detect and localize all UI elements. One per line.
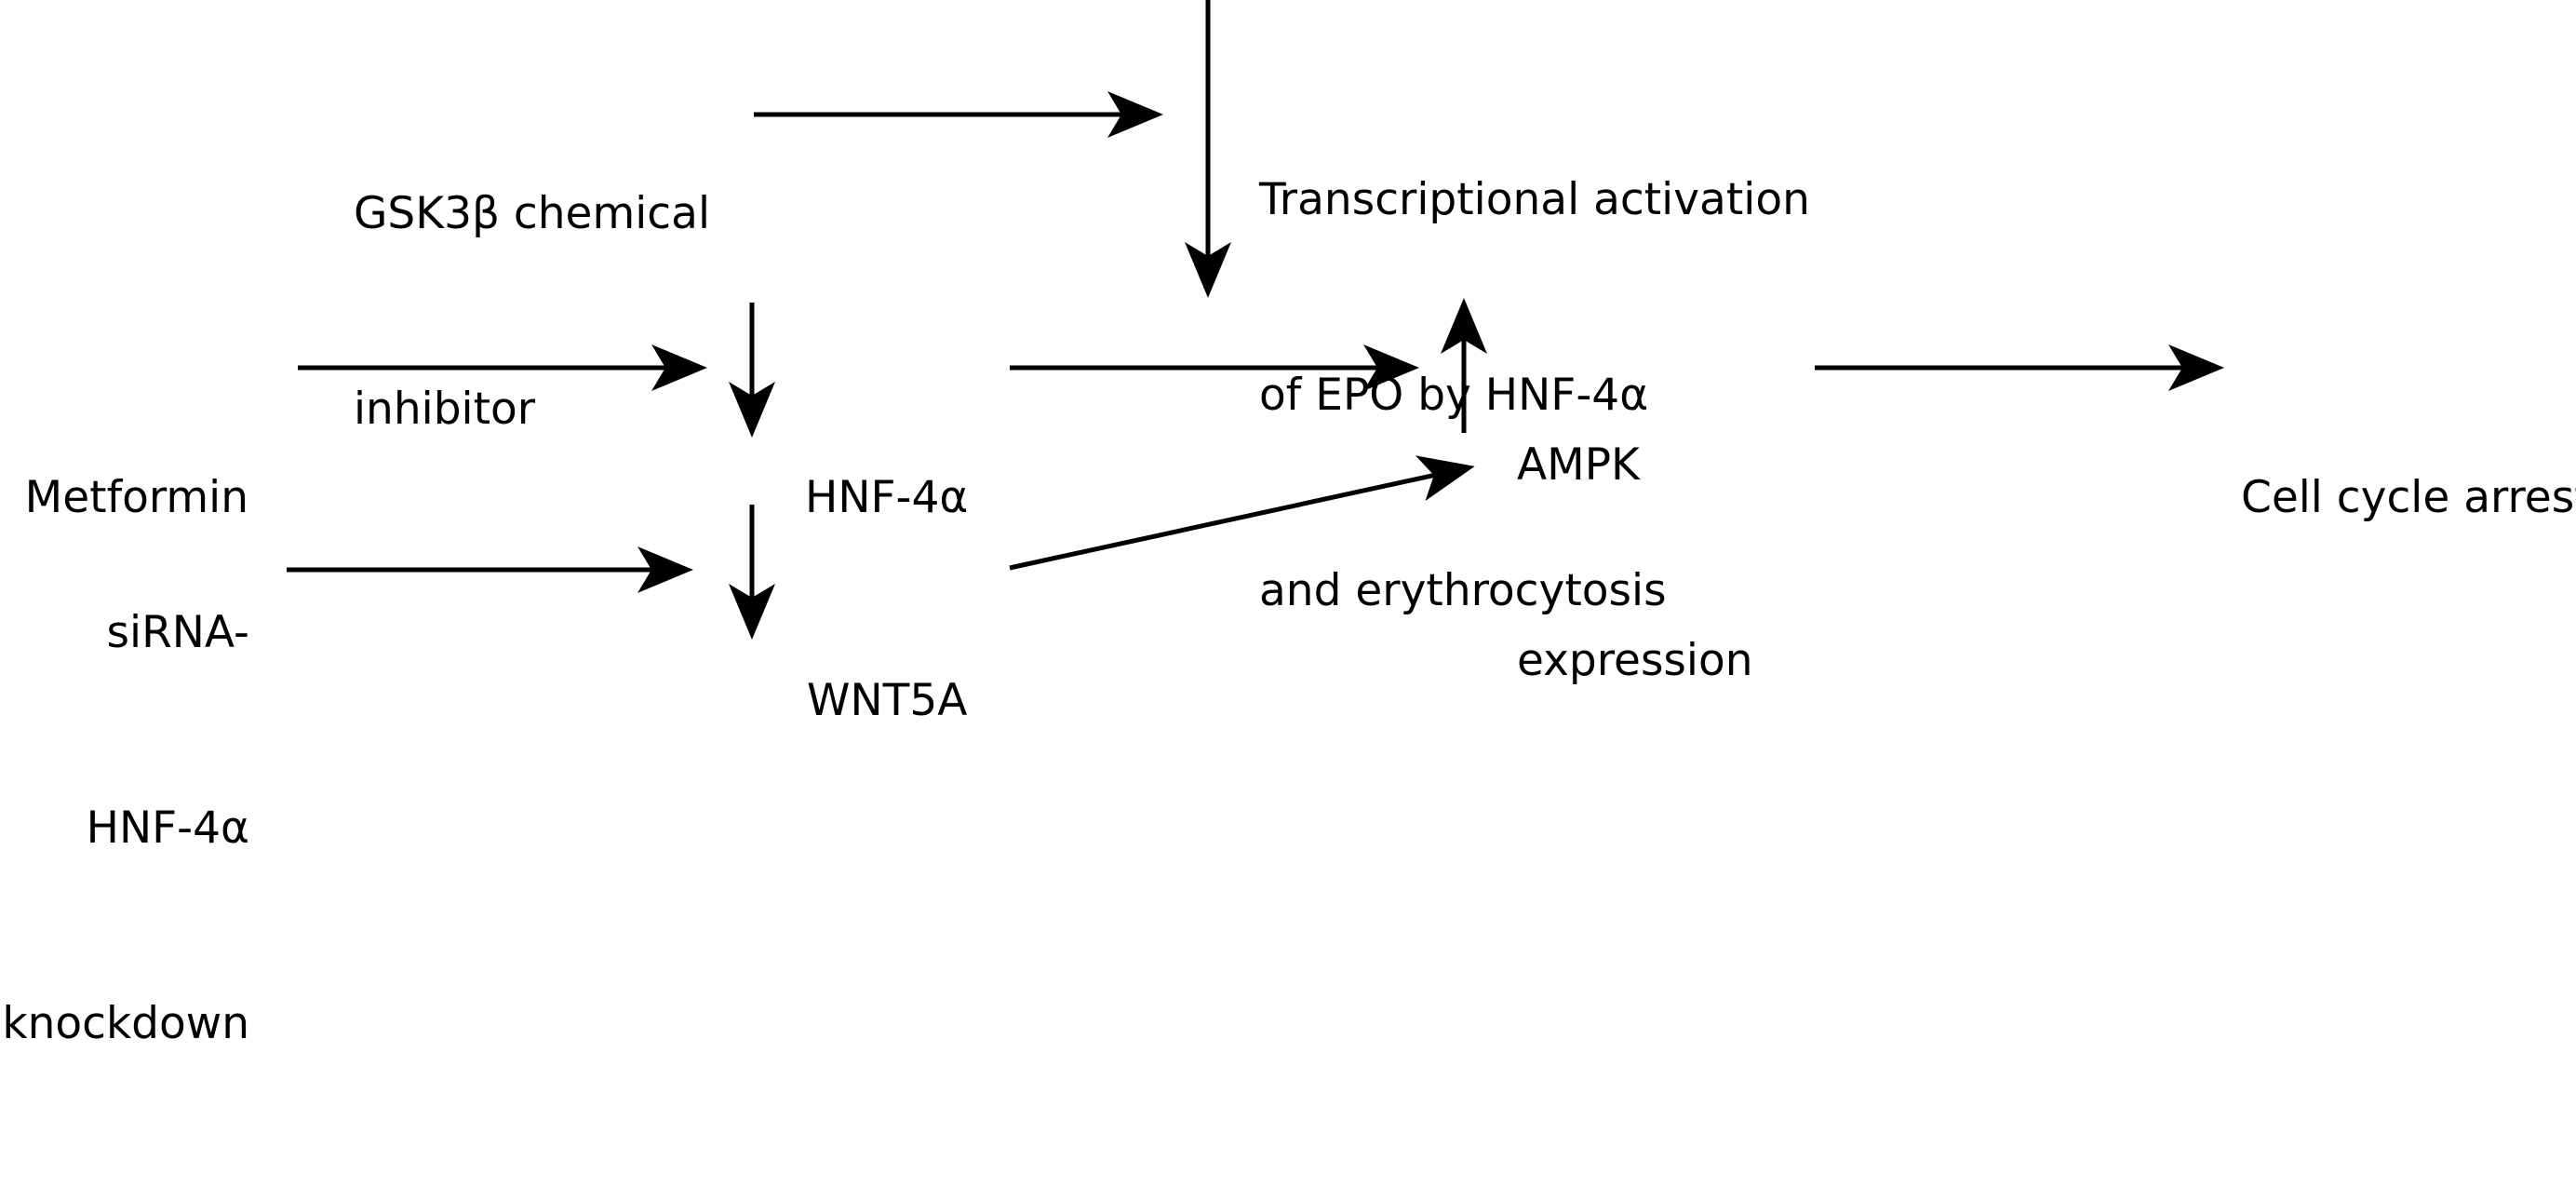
node-cell-cycle-arrest: Cell cycle arrest xyxy=(2241,335,2576,661)
node-hnf4a: HNF-4α xyxy=(805,335,968,661)
node-wnt5a: WNT5A xyxy=(807,538,967,864)
node-sirna-line-2: HNF-4α xyxy=(86,803,249,854)
node-ampk-line-1: AMPK xyxy=(1517,439,1640,491)
node-metformin: Metformin xyxy=(25,335,248,661)
pathway-diagram: GSK3β chemical inhibitor Transcriptional… xyxy=(2,0,2576,1049)
node-sirna-line-1: siRNA- xyxy=(106,607,249,658)
node-gsk3b-inhibitor: GSK3β chemical inhibitor xyxy=(354,51,710,573)
node-hnf4a-label: HNF-4α xyxy=(805,472,969,523)
arrow-wnt5a-to-ampk xyxy=(1009,455,1475,571)
node-epo-line-3: and erythrocytosis xyxy=(1259,565,1667,616)
node-metformin-label: Metformin xyxy=(24,472,248,523)
node-sirna-knockdown: siRNA- HNF-4α knockdown xyxy=(2,470,249,1187)
node-cell-cycle-label: Cell cycle arrest xyxy=(2241,472,2576,523)
arrow-layer xyxy=(287,0,2224,640)
node-wnt5a-label: WNT5A xyxy=(807,675,968,726)
node-gsk3b-line-1: GSK3β chemical xyxy=(354,188,710,239)
node-epo-line-1: Transcriptional activation xyxy=(1259,174,1810,225)
node-gsk3b-line-2: inhibitor xyxy=(354,384,536,435)
node-epo-activation: Transcriptional activation of EPO by HNF… xyxy=(1259,37,1810,754)
node-epo-line-2: of EPO by HNF-4α xyxy=(1259,370,1649,421)
node-sirna-line-3: knockdown xyxy=(2,998,249,1049)
node-ampk-line-2: expression xyxy=(1517,635,1753,686)
node-ampk-expression: AMPK expression xyxy=(1517,303,1753,824)
